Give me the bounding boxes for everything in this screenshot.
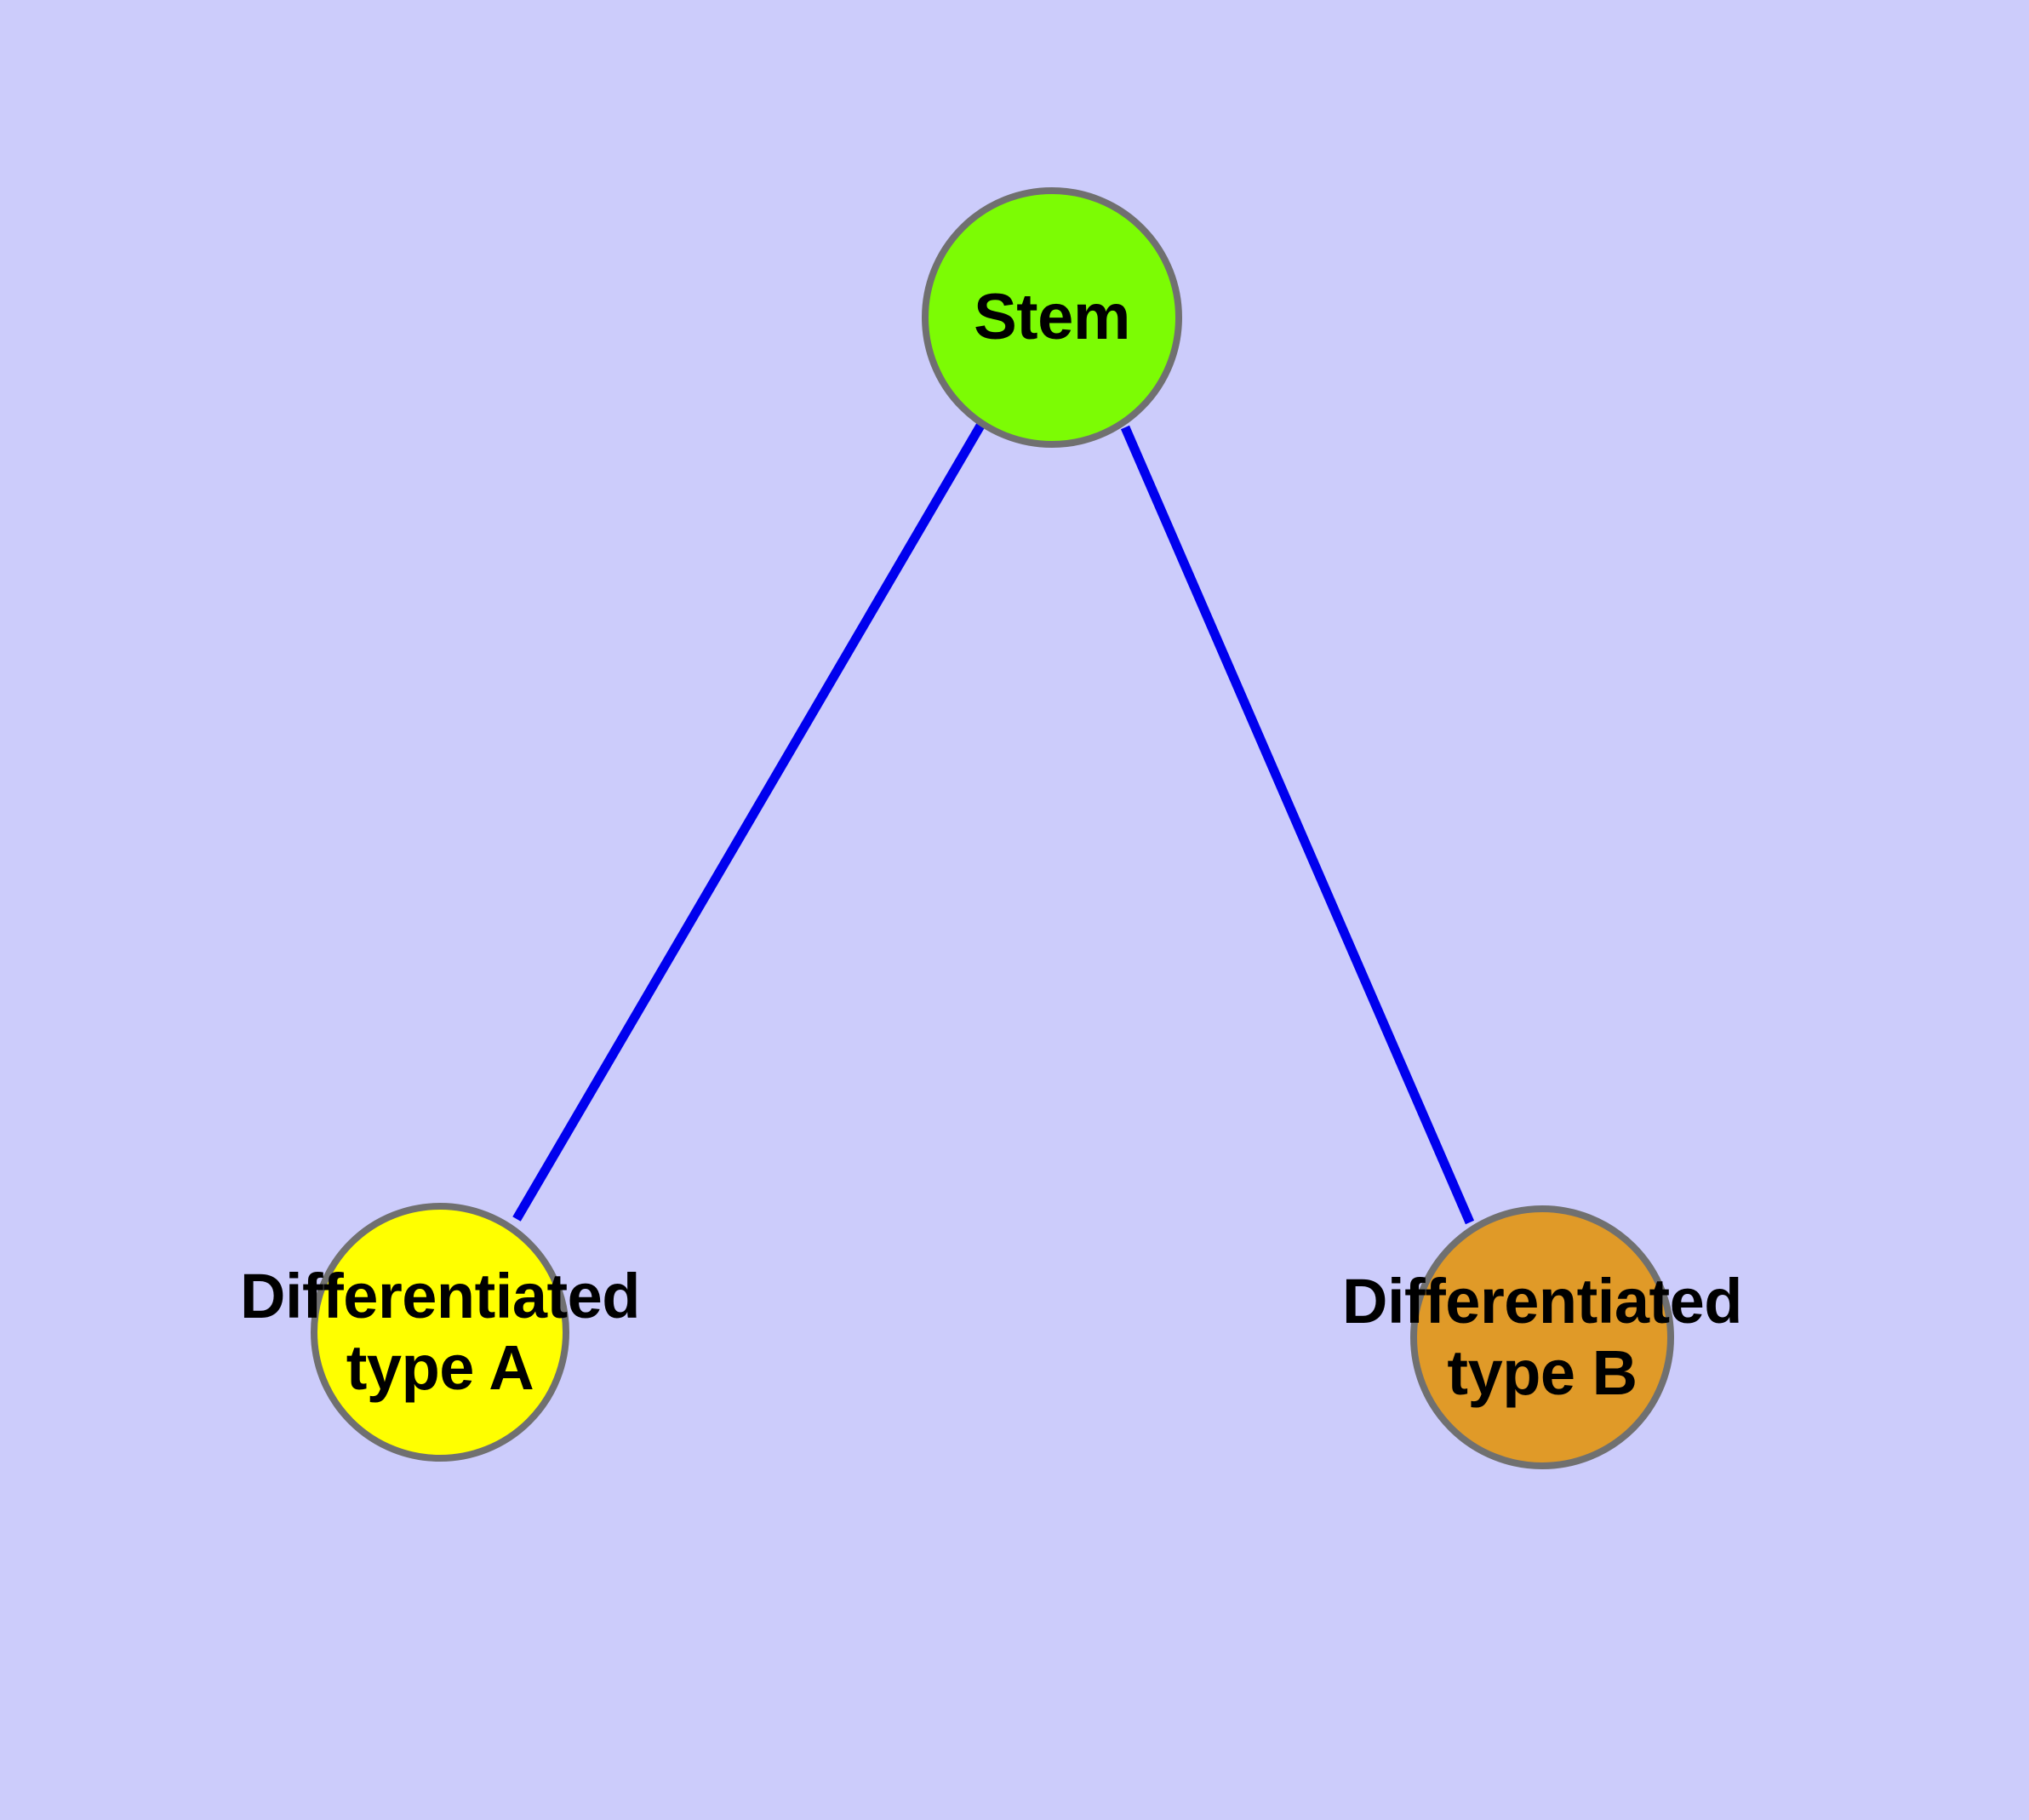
- node-stem[interactable]: [922, 187, 1182, 448]
- node-differentiated-type-a[interactable]: [311, 1203, 569, 1462]
- edge-stem-to-type-a: [512, 423, 985, 1222]
- node-differentiated-type-b[interactable]: [1410, 1205, 1674, 1469]
- edge-stem-to-type-b: [1120, 425, 1475, 1225]
